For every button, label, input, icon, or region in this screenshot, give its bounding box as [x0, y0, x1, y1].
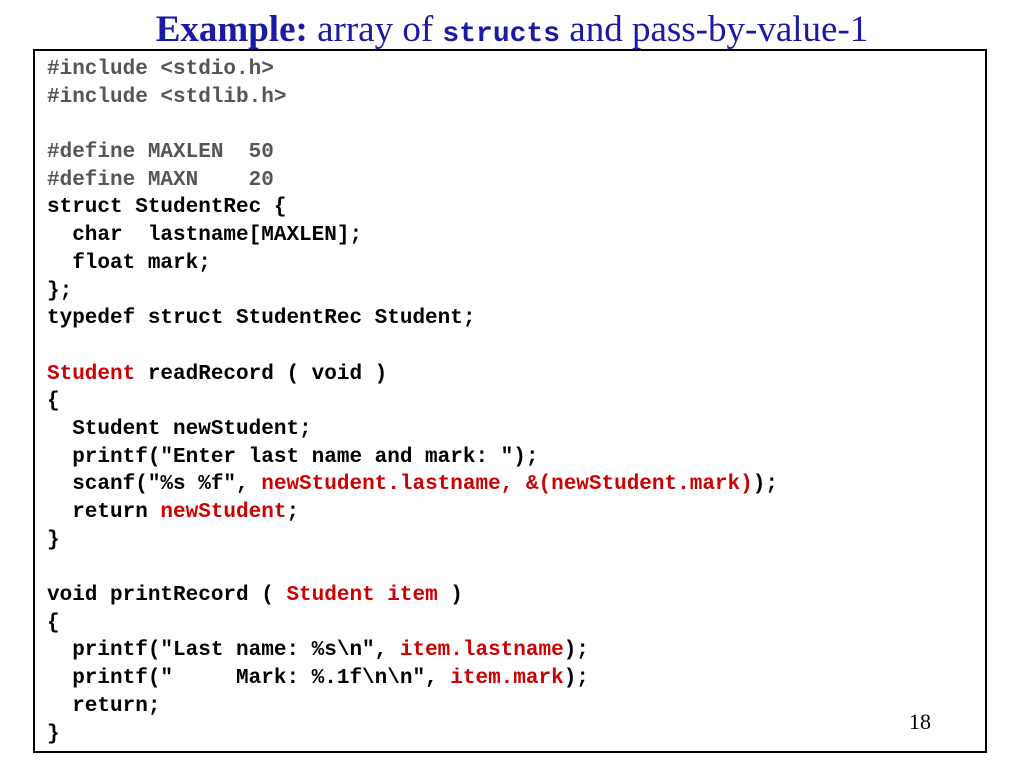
code-listing: #include <stdio.h> #include <stdlib.h> #de…: [47, 56, 778, 748]
code-line: };: [47, 278, 778, 306]
code-text: return;: [47, 694, 161, 718]
code-text: printf("Last name: %s\n",: [47, 639, 400, 663]
code-line: printf("Enter last name and mark: ");: [47, 444, 778, 472]
title-text-2: and pass-by-value-1: [560, 9, 869, 50]
code-text: scanf("%s %f",: [47, 473, 262, 497]
code-line: Student readRecord ( void ): [47, 361, 778, 389]
code-text: );: [752, 473, 778, 497]
code-text: #define MAXN 20: [47, 168, 274, 192]
code-text: }: [47, 528, 60, 552]
code-text: #include <stdlib.h>: [47, 85, 287, 109]
code-text: {: [47, 611, 60, 635]
code-text: typedef struct StudentRec Student;: [47, 307, 476, 331]
code-line: struct StudentRec {: [47, 194, 778, 222]
code-line: float mark;: [47, 250, 778, 278]
page-number: 18: [909, 709, 931, 734]
code-box: #include <stdio.h> #include <stdlib.h> #de…: [33, 49, 987, 753]
code-line: #include <stdlib.h>: [47, 84, 778, 112]
code-text: printf("Enter last name and mark: ");: [47, 445, 539, 469]
code-line: printf("Last name: %s\n", item.lastname)…: [47, 637, 778, 665]
code-line: {: [47, 388, 778, 416]
code-highlight: Student item: [286, 584, 438, 608]
code-line: Student newStudent;: [47, 416, 778, 444]
code-text: Student newStudent;: [47, 417, 312, 441]
code-text: };: [47, 279, 73, 303]
code-line: scanf("%s %f", newStudent.lastname, &(ne…: [47, 471, 778, 499]
code-text: }: [47, 722, 60, 746]
code-line: }: [47, 527, 778, 555]
code-line: void printRecord ( Student item ): [47, 582, 778, 610]
code-text: float mark;: [47, 251, 211, 275]
code-text: printf(" Mark: %.1f\n\n",: [47, 667, 451, 691]
code-highlight: item.lastname: [399, 639, 564, 663]
code-line: typedef struct StudentRec Student;: [47, 305, 778, 333]
code-text: char lastname[MAXLEN];: [47, 224, 363, 248]
code-text: );: [563, 639, 589, 663]
code-text: struct StudentRec {: [47, 196, 287, 220]
code-text: readRecord ( void ): [135, 362, 388, 386]
code-line: {: [47, 610, 778, 638]
code-highlight: newStudent: [160, 501, 287, 524]
code-line: [47, 111, 778, 139]
code-text: #define MAXLEN 50: [47, 141, 274, 165]
code-line: #include <stdio.h>: [47, 56, 778, 84]
code-text: ): [437, 584, 463, 608]
code-line: return;: [47, 693, 778, 721]
code-text: {: [47, 390, 60, 414]
code-line: #define MAXN 20: [47, 167, 778, 195]
code-text: ;: [286, 501, 300, 524]
title-bold: Example:: [155, 9, 308, 50]
code-text: return: [47, 501, 161, 524]
code-line: char lastname[MAXLEN];: [47, 222, 778, 250]
title-text-1: array of: [307, 9, 443, 50]
code-highlight: newStudent.lastname, &(newStudent.mark): [261, 473, 753, 497]
code-highlight: item.mark: [450, 667, 564, 691]
code-line: [47, 554, 778, 582]
code-highlight: Student: [47, 362, 136, 386]
code-text: void printRecord (: [47, 584, 287, 608]
code-line: return newStudent;: [47, 499, 778, 527]
code-line: #define MAXLEN 50: [47, 139, 778, 167]
title-code: structs: [442, 19, 561, 50]
code-line: }: [47, 721, 778, 749]
code-text: #include <stdio.h>: [47, 58, 274, 81]
code-text: );: [563, 667, 589, 691]
slide-title: Example: array of structs and pass-by-va…: [0, 6, 1024, 59]
code-line: [47, 333, 778, 361]
code-line: printf(" Mark: %.1f\n\n", item.mark);: [47, 665, 778, 693]
